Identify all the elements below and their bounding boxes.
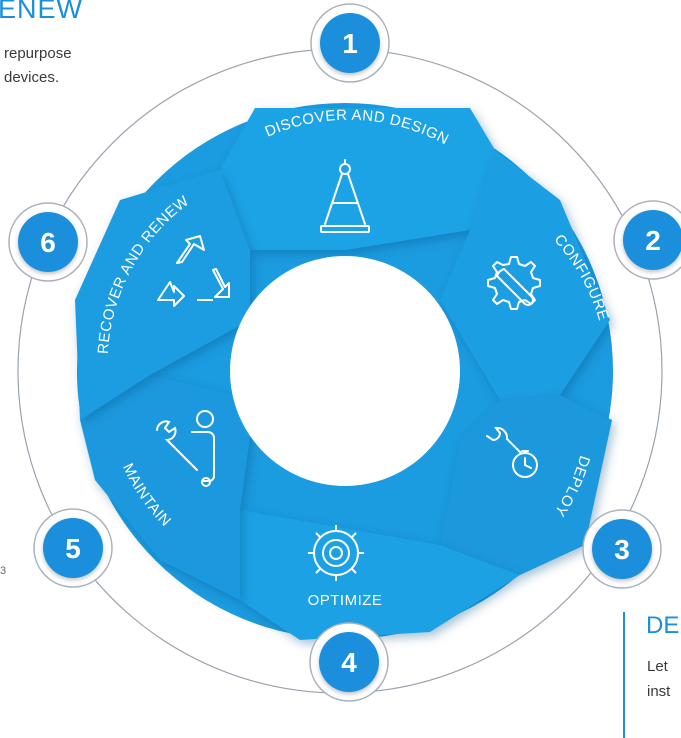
- step-number: 4: [341, 647, 357, 678]
- step-badge-1: 1: [310, 3, 390, 83]
- step-badge-6: 6: [8, 202, 88, 282]
- renew-description-line: repurpose: [4, 45, 72, 62]
- step-badge-5: 5: [33, 508, 113, 588]
- step-number: 2: [645, 225, 661, 256]
- compass-icon: [320, 159, 370, 233]
- wrench-clock-icon: [486, 426, 538, 478]
- step-number: 3: [614, 534, 630, 565]
- step-number: 5: [65, 533, 81, 564]
- step-badge-2: 2: [613, 200, 681, 280]
- wheel-center: [230, 256, 460, 486]
- step-badge-4: 4: [309, 622, 389, 702]
- deploy-description-line: inst: [647, 683, 671, 700]
- step-number: 1: [342, 28, 358, 59]
- step-number: 6: [40, 227, 56, 258]
- gear-wrench-icon: [487, 256, 541, 310]
- recycle-icon: [157, 235, 230, 307]
- renew-section-title: ENEW: [0, 0, 83, 24]
- renew-description-line: devices.: [4, 69, 60, 86]
- wheel-facets: [75, 108, 612, 640]
- deploy-section-title: DE: [646, 612, 680, 639]
- section-accent-bar: [623, 612, 625, 738]
- step-label-optimize: OPTIMIZE: [308, 592, 383, 609]
- footnote-marker: 3: [0, 565, 7, 577]
- gear-cycle-icon: [308, 525, 364, 581]
- step-badge-3: 3: [582, 509, 662, 589]
- technician-icon: [156, 410, 215, 487]
- deploy-description-line: Let: [647, 658, 668, 675]
